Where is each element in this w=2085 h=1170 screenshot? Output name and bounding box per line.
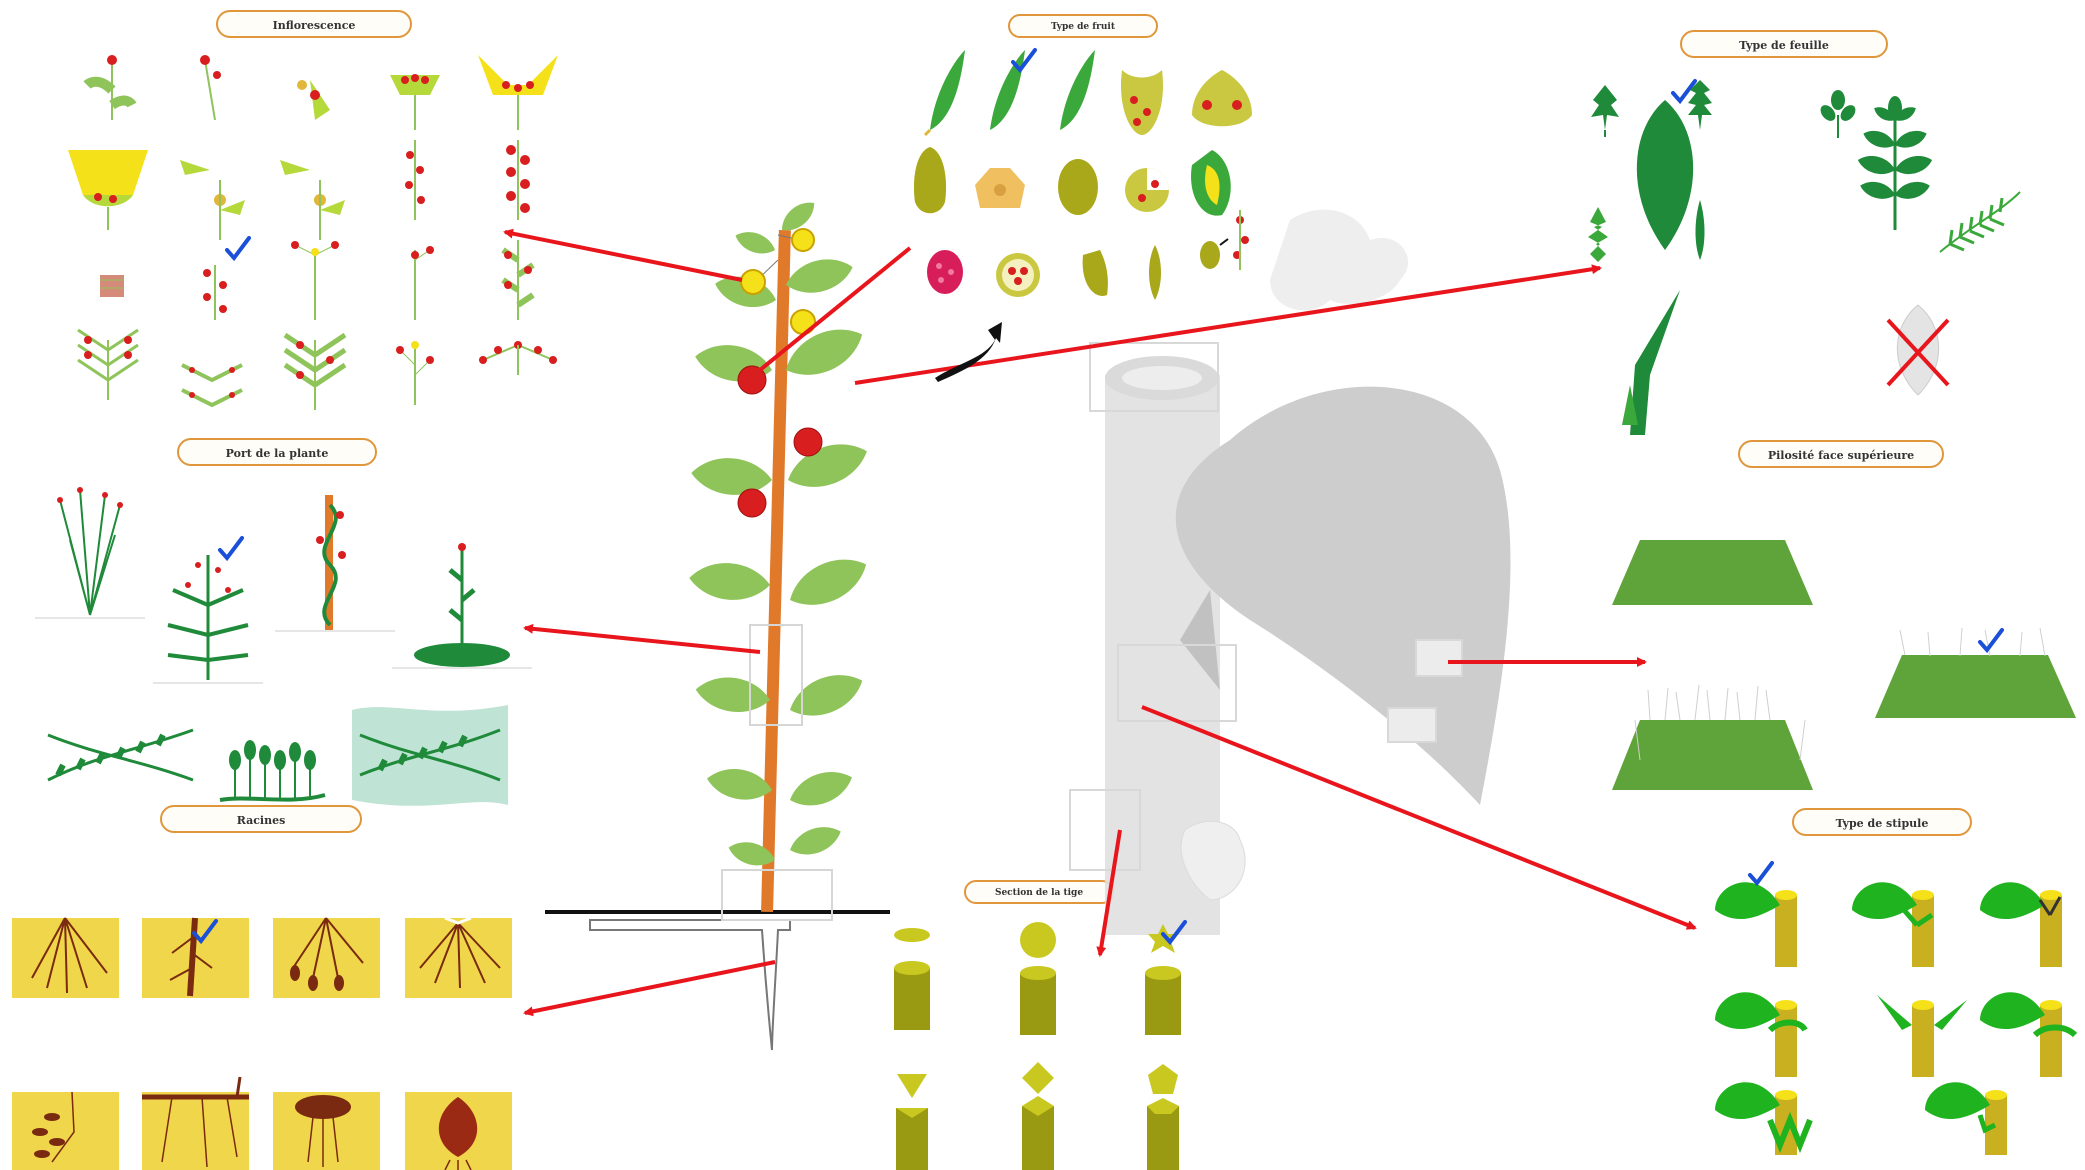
pointer-arrows bbox=[505, 232, 1695, 1013]
check-icon bbox=[220, 538, 242, 558]
leaf-type-options bbox=[1588, 80, 2020, 435]
aquatic-habit bbox=[352, 705, 508, 806]
leaf-crossed bbox=[1888, 305, 1948, 395]
arrow-to-inflorescence bbox=[505, 232, 742, 280]
curved-arrow-icon bbox=[935, 322, 1002, 382]
hairiness-dense bbox=[1612, 685, 1813, 790]
arrow-to-roots bbox=[525, 962, 775, 1013]
stem-section-options bbox=[894, 922, 1185, 1170]
stipule-options bbox=[1715, 863, 2075, 1155]
check-icon bbox=[227, 238, 249, 258]
check-icon bbox=[1750, 863, 1772, 883]
hairiness-options bbox=[1612, 540, 2076, 790]
root-options bbox=[12, 918, 512, 1170]
hairiness-glabrous bbox=[1612, 540, 1813, 605]
check-icon bbox=[1673, 81, 1695, 101]
simple-leaf-selected bbox=[1637, 81, 1695, 250]
plant-habit-options bbox=[35, 487, 532, 806]
central-plant bbox=[545, 196, 890, 1050]
fruit-type-options bbox=[914, 50, 1252, 300]
inflorescence-options bbox=[68, 55, 558, 410]
arrow-to-plant-habit bbox=[525, 628, 760, 652]
check-icon bbox=[1980, 630, 2002, 650]
hairiness-sparse bbox=[1875, 628, 2076, 718]
